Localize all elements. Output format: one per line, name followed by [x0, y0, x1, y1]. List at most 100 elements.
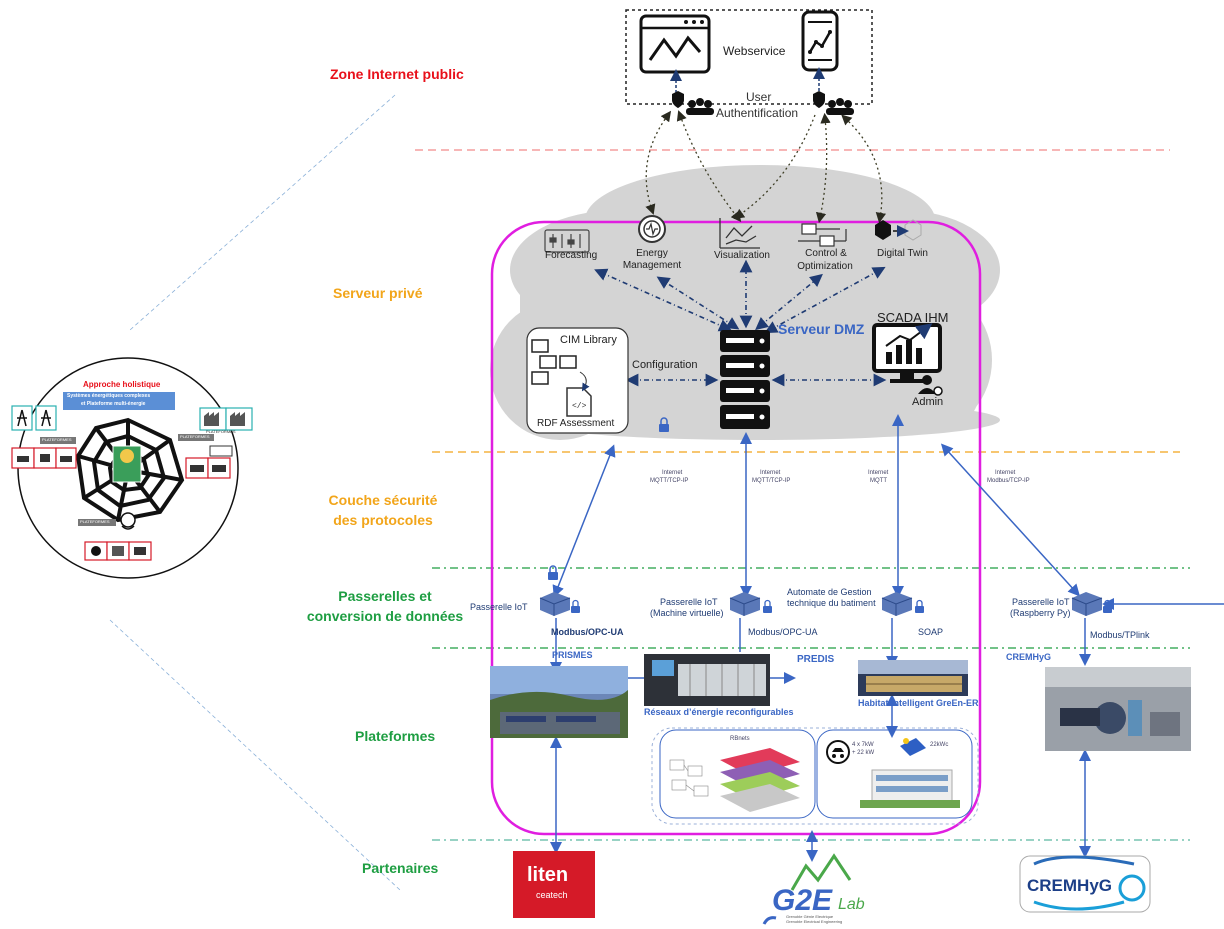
prismes-label: PRISMES	[552, 650, 593, 660]
holistic-label-c: PLATEFORMES	[80, 519, 110, 524]
link-cloud-gw1	[552, 444, 616, 598]
gateway-icon-2	[729, 592, 761, 616]
auth-link-control	[815, 112, 831, 224]
zone-gateways-label-1: Passerelles et	[338, 588, 432, 604]
gateway-1-label: Passerelle IoT	[470, 602, 528, 612]
control-optimization-icon	[798, 223, 847, 247]
link-server-energy	[656, 276, 740, 330]
protocol-4-line-1: Internet	[995, 470, 1016, 476]
grid-label: RBnets	[730, 736, 750, 742]
digital-twin-label: Digital Twin	[877, 248, 928, 259]
scada-label: SCADA IHM	[877, 310, 949, 325]
holistic-icon-group-right	[185, 445, 233, 479]
server-dmz-label: Serveur DMZ	[778, 321, 865, 337]
cremhyg-logo	[1019, 855, 1151, 913]
greener-photo	[858, 660, 968, 696]
auth-label-1: User	[746, 90, 772, 104]
lock-icon-cloud	[659, 417, 669, 432]
holistic-blue-box	[63, 392, 175, 410]
gateway-3-protocol: SOAP	[918, 627, 944, 637]
gateway-icon-4	[1071, 592, 1103, 616]
holistic-label-a: PLATEFORMES	[42, 437, 72, 442]
g2e-sub-2: Grenoble Electrical Engineering	[786, 919, 843, 924]
rdf-assessment-label: RDF Assessment	[537, 418, 615, 429]
solar-label: 22kWc	[930, 742, 949, 748]
gateway-2-label-1: Passerelle IoT	[660, 597, 718, 607]
users-icon-left	[686, 98, 714, 115]
gateway-2-protocol: Modbus/OPC-UA	[748, 627, 818, 637]
cim-library-label: CIM Library	[560, 334, 617, 346]
webservice-label: Webservice	[723, 44, 786, 58]
gateway-4-label-1: Passerelle IoT	[1012, 597, 1070, 607]
server-icon	[720, 330, 770, 429]
protocol-2-line-1: Internet	[760, 470, 781, 476]
reseaux-label: Réseaux d’énergie reconfigurables	[644, 707, 794, 717]
admin-label: Admin	[912, 396, 944, 408]
scada-monitor-icon	[872, 323, 942, 383]
auth-link-energy	[645, 110, 672, 215]
energy-label-2: Management	[622, 260, 682, 271]
liten-ceatech-text: ceatech	[536, 890, 568, 900]
g2e-lab-text: Lab	[838, 896, 865, 913]
cremhyg-logo-text: CREMHyG	[1027, 876, 1113, 895]
liten-logo-text: liten	[527, 864, 569, 886]
holistic-icon-group-topright	[199, 407, 253, 431]
ev-power-label-1: 4 x 7kW	[852, 742, 874, 748]
perspective-line-top	[129, 94, 396, 331]
admin-user-icon	[918, 375, 943, 396]
predis-photo	[644, 654, 770, 706]
users-icon-right	[826, 98, 854, 115]
g2e-logo-text: G2E	[772, 884, 833, 917]
holistic-title: Approche holistique	[83, 380, 161, 389]
zone-security-label-2: des protocoles	[333, 512, 433, 528]
zone-security-label-1: Couche sécurité	[328, 492, 438, 508]
greener-building-illustration	[826, 738, 960, 808]
control-label-2: Optimization	[797, 261, 853, 272]
gateway-2-label-2: (Machine virtuelle)	[650, 608, 724, 618]
rdf-document-icon: </>	[566, 387, 592, 417]
holistic-icon-group-bottom	[84, 541, 152, 561]
visualization-icon	[719, 218, 760, 249]
gateway-4-protocol: Modbus/TPlink	[1090, 630, 1150, 640]
gateway-1-protocol: Modbus/OPC-UA	[551, 627, 624, 637]
cremhyg-platform-label: CREMHyG	[1006, 652, 1052, 662]
forecasting-label: Forecasting	[545, 250, 598, 261]
auth-link-visu-left	[676, 110, 742, 223]
configuration-label: Configuration	[632, 359, 698, 371]
holistic-label-b: PLATEFORMES	[180, 434, 210, 439]
forecasting-icon	[544, 229, 590, 253]
monitor-icon	[639, 14, 711, 74]
gateway-icon-1	[539, 592, 571, 616]
prismes-photo	[490, 666, 628, 738]
holistic-label-d: PLATEFORMES	[206, 429, 236, 434]
energy-label-1: Energy	[636, 248, 668, 259]
auth-link-twin	[841, 114, 887, 224]
zone-platforms-label: Plateformes	[355, 728, 436, 744]
zone-partners-label: Partenaires	[362, 860, 439, 876]
zone-private-label: Serveur privé	[333, 285, 423, 301]
zone-internet-label: Zone Internet public	[330, 66, 464, 82]
digital-twin-icon	[875, 219, 922, 241]
cremhyg-photo	[1045, 667, 1191, 751]
g2e-sub-1: Grenoble Génie Electrique	[786, 914, 834, 919]
auth-label-2: Authentification	[716, 106, 799, 120]
zone-gateways-label-2: conversion de données	[306, 608, 464, 624]
g2e-logo-mountain	[762, 853, 852, 925]
energy-management-icon	[638, 215, 666, 243]
visualization-label: Visualization	[714, 250, 770, 261]
lock-icons-gateways	[548, 565, 1112, 613]
holistic-icon-group-left	[11, 447, 77, 469]
link-server-twin	[764, 266, 886, 334]
gateway-3-label-2: technique du batiment	[787, 598, 876, 608]
gateway-icon-3	[881, 592, 913, 616]
link-cloud-gw4	[940, 443, 1081, 597]
protocol-1-line-1: Internet	[662, 470, 683, 476]
predis-grid-illustration	[669, 748, 800, 812]
shield-icon-left	[672, 91, 684, 108]
protocol-1-line-2: MQTT/TCP-IP	[650, 478, 689, 484]
liten-logo	[513, 851, 595, 918]
svg-text:</>: </>	[572, 402, 587, 411]
phone-icon	[801, 10, 839, 72]
auth-link-visu-right	[733, 114, 816, 219]
